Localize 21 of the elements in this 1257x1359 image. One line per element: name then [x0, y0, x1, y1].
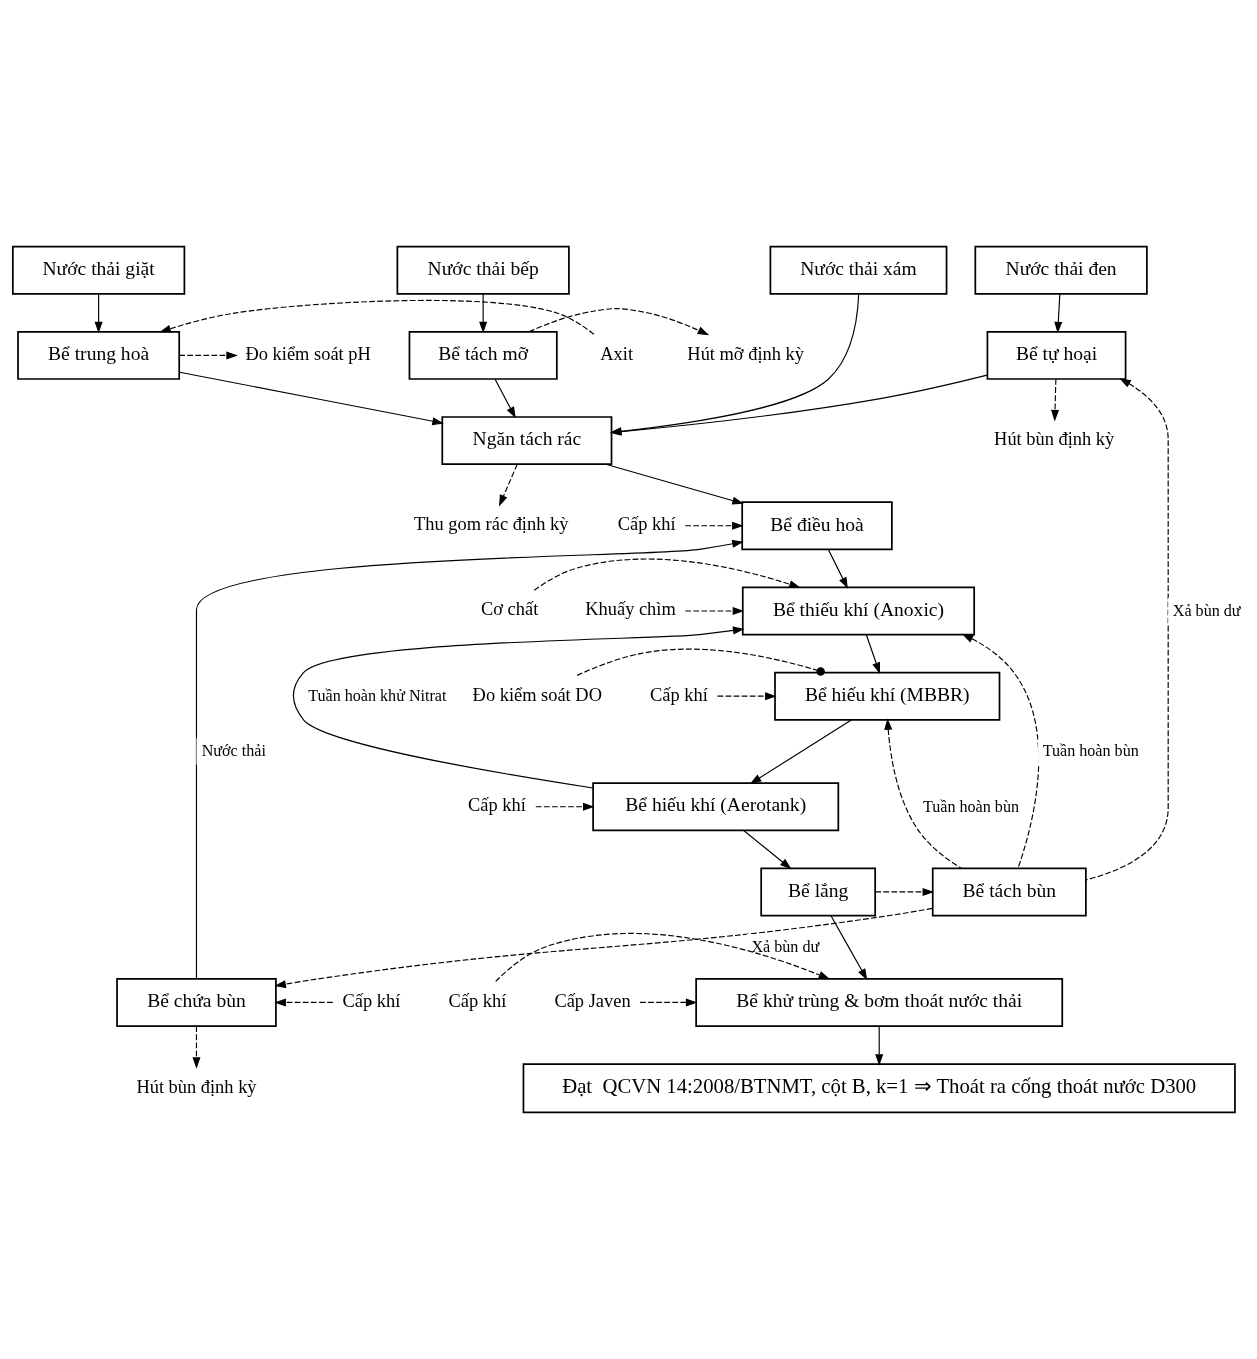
- edge-label: Tuần hoàn khử Nitrat: [308, 687, 447, 705]
- node-text: Hút bùn định kỳ: [994, 428, 1115, 449]
- node-text: Đo kiểm soát DO: [472, 684, 602, 705]
- edge-label: Xả bùn dư: [1172, 601, 1241, 619]
- node-text: Cấp khí: [468, 795, 526, 816]
- edge-label: Xả bùn dư: [751, 938, 820, 956]
- node-text: Cấp khí: [617, 514, 676, 535]
- node-text: Hút bùn định kỳ: [136, 1076, 257, 1097]
- node-text: Khuấy chìm: [585, 599, 676, 620]
- node-text: Thu gom rác định kỳ: [414, 514, 569, 535]
- node-text: Cấp khí: [342, 990, 401, 1011]
- edge-label: Tuần hoàn bùn: [922, 797, 1020, 815]
- node-text: Axit: [600, 343, 634, 364]
- node-text: Đo kiểm soát pH: [245, 343, 371, 364]
- node-text: Cấp khí: [649, 684, 708, 705]
- edge-label: Tuần hoàn bùn: [1042, 742, 1139, 760]
- edge-label: Nước thải: [201, 742, 266, 760]
- node-text: Cấp khí: [448, 990, 507, 1011]
- node-text: Cơ chất: [480, 599, 539, 620]
- node-text: Hút mỡ định kỳ: [687, 343, 804, 364]
- node-text: Cấp Javen: [554, 990, 631, 1011]
